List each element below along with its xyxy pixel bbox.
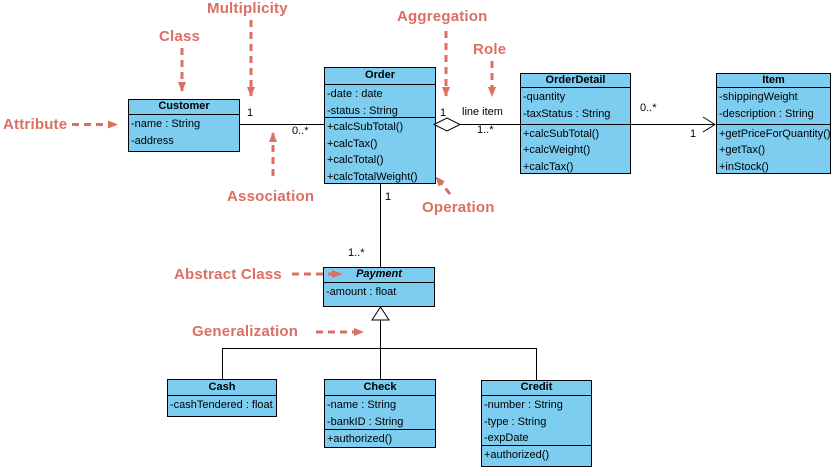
- attribute-row: -address: [131, 134, 174, 147]
- class-item-title: Item: [717, 74, 830, 88]
- multiplicity-label: Multiplicity: [207, 0, 288, 17]
- class-check-attributes: -name : String -bankID : String: [325, 396, 435, 429]
- attribute-row: -amount : float: [326, 286, 397, 298]
- multiplicity-order-payment-n: 1..*: [348, 247, 365, 259]
- class-order-title: Order: [325, 68, 435, 85]
- operation-row: +calcTotal(): [327, 154, 384, 167]
- class-payment-attributes: -amount : float: [324, 283, 434, 301]
- role-name-line-item: line item: [462, 106, 503, 118]
- attribute-row: -number : String: [484, 399, 563, 411]
- attribute-row: -name : String: [327, 399, 397, 411]
- class-credit-attributes: -number : String -type : String -expDate: [482, 396, 591, 445]
- class-cash-attributes: -cashTendered : float: [168, 396, 276, 414]
- operation-row: +getPriceForQuantity(): [719, 127, 830, 140]
- class-orderdetail: OrderDetail -quantity -taxStatus : Strin…: [520, 73, 631, 174]
- class-customer: Customer -name : String -address: [128, 99, 240, 152]
- abstract-class-label: Abstract Class: [174, 266, 282, 283]
- attribute-row: -shippingWeight: [719, 91, 798, 103]
- attribute-row: -type : String: [484, 415, 547, 428]
- attribute-row: -name : String: [131, 118, 201, 130]
- class-payment-title: Payment: [324, 268, 434, 283]
- attribute-row: -cashTendered : float: [170, 399, 273, 411]
- operation-row: +calcTax(): [327, 137, 378, 150]
- operation-row: +calcTax(): [523, 160, 574, 173]
- generalization-label: Generalization: [192, 323, 299, 340]
- attribute-row: -expDate: [484, 432, 529, 444]
- attribute-row: -quantity: [523, 91, 566, 103]
- class-customer-attributes: -name : String -address: [129, 115, 239, 149]
- multiplicity-order-payment-1: 1: [385, 191, 392, 203]
- class-cash: Cash -cashTendered : float: [167, 379, 277, 417]
- multiplicity-detail-item-1: 1: [690, 128, 697, 140]
- class-order: Order -date : date -status : String +cal…: [324, 67, 436, 184]
- operation-label: Operation: [422, 199, 495, 216]
- operation-row: +authorized(): [484, 449, 550, 461]
- class-check: Check -name : String -bankID : String +a…: [324, 379, 436, 448]
- operation-row: +inStock(): [719, 160, 769, 173]
- multiplicity-aggregation-1: 1: [440, 107, 447, 119]
- class-order-attributes: -date : date -status : String: [325, 85, 435, 117]
- multiplicity-aggregation-n: 1..*: [477, 124, 494, 136]
- operation-row: +calcWeight(): [523, 144, 591, 157]
- class-credit-title: Credit: [482, 381, 591, 396]
- navigability-arrow: [702, 116, 716, 133]
- class-check-title: Check: [325, 380, 435, 396]
- multiplicity-order-side: 0..*: [292, 125, 309, 137]
- role-label: Role: [473, 41, 507, 58]
- class-orderdetail-operations: +calcSubTotal() +calcWeight() +calcTax(): [521, 123, 630, 173]
- class-credit-operations: +authorized(): [482, 445, 591, 466]
- attribute-row: -date : date: [327, 88, 383, 100]
- class-orderdetail-attributes: -quantity -taxStatus : String: [521, 88, 630, 124]
- generalization-triangle: [371, 306, 390, 321]
- class-check-operations: +authorized(): [325, 429, 435, 447]
- operation-pointer-arrow: [434, 176, 452, 195]
- operation-row: +getTax(): [719, 144, 766, 157]
- class-item-operations: +getPriceForQuantity() +getTax() +inStoc…: [717, 123, 830, 173]
- class-label: Class: [159, 28, 201, 45]
- attribute-row: -status : String: [327, 104, 398, 117]
- class-customer-title: Customer: [129, 100, 239, 115]
- aggregation-label: Aggregation: [397, 8, 488, 25]
- class-orderdetail-title: OrderDetail: [521, 74, 630, 88]
- class-cash-title: Cash: [168, 380, 276, 396]
- operation-row: +authorized(): [327, 433, 393, 445]
- operation-row: +calcTotalWeight(): [327, 170, 418, 183]
- attribute-row: -taxStatus : String: [523, 107, 611, 120]
- aggregation-diamond: [432, 117, 462, 132]
- attribute-row: -bankID : String: [327, 415, 404, 428]
- class-item: Item -shippingWeight -description : Stri…: [716, 73, 831, 174]
- class-order-operations: +calcSubTotal() +calcTax() +calcTotal() …: [325, 117, 435, 183]
- class-item-attributes: -shippingWeight -description : String: [717, 88, 830, 124]
- multiplicity-detail-item-0n: 0..*: [640, 102, 657, 114]
- class-credit: Credit -number : String -type : String -…: [481, 380, 592, 467]
- attribute-label: Attribute: [3, 116, 68, 133]
- association-label: Association: [227, 188, 315, 205]
- operation-row: +calcSubTotal(): [327, 121, 404, 134]
- operation-row: +calcSubTotal(): [523, 127, 600, 140]
- multiplicity-customer-side: 1: [247, 107, 254, 119]
- attribute-row: -description : String: [719, 107, 814, 120]
